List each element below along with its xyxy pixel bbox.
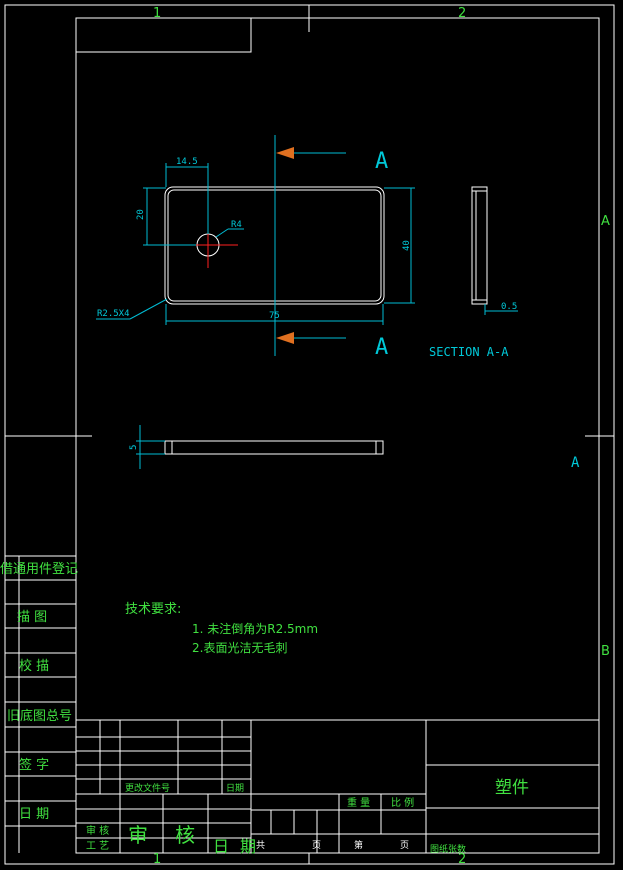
tb-paper: 图纸张数: [430, 843, 466, 855]
tb-sheet-no: 第: [354, 839, 363, 851]
dim-text-75: 75: [269, 311, 280, 321]
zone-col-2-top: 2: [458, 6, 466, 21]
tb-sheet-total: 共: [256, 840, 265, 851]
zone-col-2-bottom: 2: [458, 852, 466, 867]
zone-row-b: B: [601, 644, 610, 659]
section-view-body: [471, 186, 488, 305]
leader-r4: [215, 228, 229, 238]
section-caption: SECTION A-A: [429, 345, 509, 359]
tb-review: 审 核: [86, 824, 109, 837]
section-view-label: A: [571, 455, 580, 471]
dim-text-0-5: 0.5: [501, 302, 517, 312]
dim-text-40: 40: [402, 240, 412, 251]
tb-date-big: 日: [213, 837, 229, 856]
side-label-old-no: 旧底图总号: [7, 708, 72, 724]
section-label-top: A: [375, 149, 388, 174]
dim-text-r4: R4: [231, 220, 242, 230]
tb-process: 工 艺: [86, 840, 109, 852]
side-label-date: 日 期: [19, 807, 49, 822]
tb-sheet-pages: 页: [312, 840, 321, 851]
zone-col-1-top: 1: [153, 6, 161, 21]
tb-sheet-pages2: 页: [400, 840, 409, 851]
dim-text-20: 20: [136, 209, 146, 220]
section-label-bottom: A: [375, 335, 388, 360]
tb-approve-a: 审: [128, 823, 148, 847]
side-label-trace: 描 图: [17, 610, 47, 625]
tb-date-small: 日期: [226, 783, 244, 794]
section-arrow-top: [276, 147, 294, 159]
tech-req-2: 2.表面光洁无毛刺: [192, 641, 287, 655]
zone-row-a: A: [601, 214, 610, 229]
tech-title: 技术要求:: [125, 602, 181, 617]
tb-change-doc: 更改文件号: [125, 782, 170, 794]
tb-scale: 比 例: [391, 796, 414, 809]
tb-weight: 重 量: [347, 796, 370, 809]
part-name: 塑件: [495, 778, 529, 798]
dim-text-5: 5: [129, 445, 139, 450]
tb-date-big2: 期: [240, 837, 256, 856]
dim-text-14-5: 14.5: [176, 157, 198, 167]
top-left-box: [76, 18, 252, 53]
side-label-borrow: 借通用件登记: [0, 562, 78, 577]
tb-approve-b: 核: [175, 823, 195, 847]
tech-req-1: 1. 未注倒角为R2.5mm: [192, 621, 318, 636]
leader-r2-5: [129, 298, 168, 320]
side-view-body: [164, 440, 384, 455]
section-arrow-bottom: [276, 332, 294, 344]
outer-border: [4, 4, 615, 865]
side-label-sign: 签 字: [19, 757, 49, 773]
dim-text-r2-5: R2.5X4: [97, 309, 130, 319]
inner-border: [75, 17, 600, 854]
zone-col-1-bottom: 1: [153, 852, 161, 867]
side-label-check: 校 描: [19, 658, 49, 674]
